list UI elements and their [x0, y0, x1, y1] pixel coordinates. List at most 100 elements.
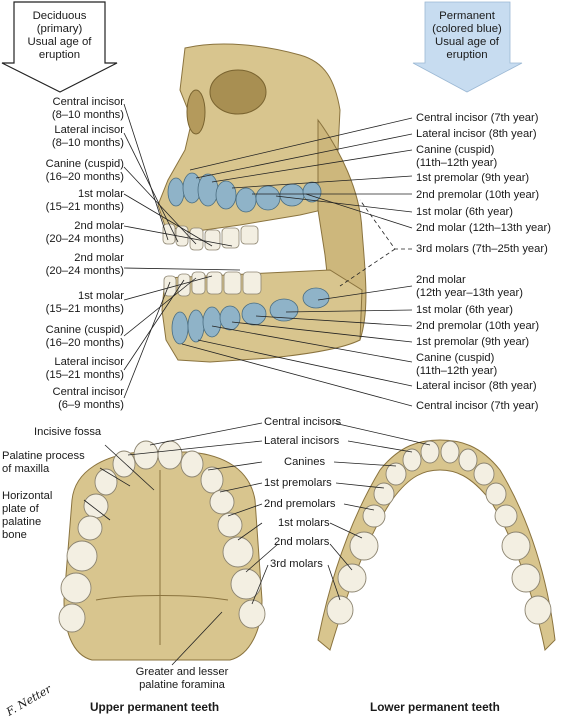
label-permanent-lower-first-premolar: 1st premolar (9th year)	[416, 336, 529, 349]
label-deciduous-lower-canine: Canine (cuspid) (16–20 months)	[8, 324, 124, 350]
label-permanent-lower-second-molar: 2nd molar (12th year–13th year)	[416, 274, 523, 300]
label-permanent-lower-lateral-incisor: Lateral incisor (8th year)	[416, 380, 537, 393]
label-line: (16–20 months)	[45, 337, 124, 349]
legend-line: (colored blue)	[432, 23, 502, 35]
label-line: (11th–12th year)	[416, 157, 498, 169]
legend-line: eruption	[446, 49, 488, 61]
label-deciduous-lower-central-incisor: Central incisor (6–9 months)	[8, 386, 124, 412]
lower-permanent-teeth	[171, 287, 330, 345]
label-second-molars: 2nd molars	[274, 536, 330, 548]
label-line: 2nd molar	[416, 274, 466, 286]
deciduous-legend: Deciduous (primary) Usual age of eruptio…	[14, 10, 105, 62]
label-line: palatine	[2, 516, 42, 528]
permanent-arrow-shape	[412, 1, 523, 93]
label-line: palatine foramina	[139, 679, 225, 691]
label-line: 2nd molar	[74, 252, 124, 264]
label-line: Lateral incisor	[54, 124, 124, 136]
label-palatine-foramina: Greater and lesser palatine foramina	[120, 666, 244, 692]
nasal-cavity	[186, 89, 206, 135]
label-central-incisors: Central incisors	[264, 416, 342, 428]
label-line: Canine (cuspid)	[45, 158, 124, 170]
label-line: of maxilla	[2, 463, 50, 475]
legend-line: Permanent	[439, 10, 495, 22]
label-palatine-process: Palatine process of maxilla	[2, 450, 85, 476]
label-line: (15–21 months)	[45, 303, 124, 315]
permanent-legend: Permanent (colored blue) Usual age of er…	[422, 10, 512, 62]
label-line: 1st molar	[77, 188, 124, 200]
label-line: 1st molar (6th year)	[416, 206, 513, 218]
label-deciduous-lower-lateral-incisor: Lateral incisor (15–21 months)	[8, 356, 124, 382]
label-permanent-upper-central-incisor: Central incisor (7th year)	[416, 112, 538, 125]
deciduous-arrow-shape	[1, 1, 118, 93]
caption-upper-teeth: Upper permanent teeth	[90, 700, 220, 714]
legend-line: Usual age of	[27, 36, 92, 48]
label-line: 1st premolar (9th year)	[416, 172, 530, 184]
label-line: plate of	[2, 503, 39, 515]
lower-arch-teeth	[326, 440, 552, 625]
label-permanent-lower-central-incisor: Central incisor (7th year)	[416, 400, 538, 413]
label-line: 3rd molars (7th–25th year)	[416, 243, 548, 255]
label-permanent-upper-canine: Canine (cuspid) (11th–12th year)	[416, 144, 497, 170]
label-lateral-incisors: Lateral incisors	[264, 435, 340, 447]
label-second-premolars: 2nd premolars	[264, 498, 336, 510]
label-permanent-upper-second-molar: 2nd molar (12th–13th year)	[416, 222, 551, 235]
left-leader-lines	[123, 103, 241, 399]
legend-line: Deciduous	[32, 10, 87, 22]
lower-deciduous-teeth	[163, 271, 262, 297]
label-deciduous-upper-first-molar: 1st molar (15–21 months)	[8, 188, 124, 214]
label-third-molars: 3rd molars	[270, 558, 323, 570]
legend-line: Usual age of	[435, 36, 499, 48]
label-permanent-third-molars: 3rd molars (7th–25th year)	[416, 243, 548, 256]
label-deciduous-upper-second-molar: 2nd molar (20–24 months)	[8, 220, 124, 246]
arch-leader-lines	[83, 422, 431, 666]
label-deciduous-upper-lateral-incisor: Lateral incisor (8–10 months)	[8, 124, 124, 150]
label-line: (6–9 months)	[58, 399, 124, 411]
label-permanent-upper-first-premolar: 1st premolar (9th year)	[416, 172, 529, 185]
label-deciduous-upper-central-incisor: Central incisor (8–10 months)	[8, 96, 124, 122]
label-line: (20–24 months)	[45, 233, 124, 245]
label-deciduous-upper-canine: Canine (cuspid) (16–20 months)	[8, 158, 124, 184]
transverse-suture	[95, 595, 229, 601]
label-line: Central incisor	[52, 96, 124, 108]
label-line: 2nd molar	[74, 220, 124, 232]
label-horizontal-plate: Horizontal plate of palatine bone	[2, 490, 52, 542]
label-line: Greater and lesser	[135, 666, 229, 678]
label-line: Lateral incisor	[54, 356, 124, 368]
label-line: Horizontal	[2, 490, 53, 502]
label-line: Central incisor (7th year)	[416, 112, 539, 124]
label-line: Canine (cuspid)	[416, 352, 495, 364]
label-line: (8–10 months)	[51, 137, 124, 149]
label-line: bone	[2, 529, 27, 541]
orbit	[209, 69, 267, 115]
label-line: (15–21 months)	[45, 201, 124, 213]
legend-line: eruption	[38, 49, 81, 61]
caption-lower-teeth: Lower permanent teeth	[370, 700, 500, 714]
label-line: 1st premolar (9th year)	[416, 336, 530, 348]
label-line: Central incisor	[52, 386, 124, 398]
label-line: (12th year–13th year)	[416, 287, 523, 299]
label-deciduous-lower-second-molar: 2nd molar (20–24 months)	[8, 252, 124, 278]
label-line: (11th–12th year)	[416, 365, 498, 377]
label-line: 1st molar	[77, 290, 124, 302]
label-line: Lateral incisor (8th year)	[416, 380, 537, 392]
upper-arch-teeth	[58, 440, 266, 633]
label-line: Palatine process	[2, 450, 85, 462]
label-line: 2nd molar (12th–13th year)	[416, 222, 551, 234]
label-line: Canine (cuspid)	[45, 324, 124, 336]
label-line: Central incisor (7th year)	[416, 400, 539, 412]
right-leader-lines	[181, 117, 413, 407]
label-permanent-lower-second-premolar: 2nd premolar (10th year)	[416, 320, 539, 333]
label-permanent-lower-first-molar: 1st molar (6th year)	[416, 304, 513, 317]
label-canines: Canines	[284, 456, 326, 468]
label-line: (16–20 months)	[45, 171, 124, 183]
label-first-molars: 1st molars	[278, 517, 330, 529]
label-permanent-lower-canine: Canine (cuspid) (11th–12th year)	[416, 352, 497, 378]
label-line: Lateral incisor (8th year)	[416, 128, 537, 140]
label-first-premolars: 1st premolars	[264, 477, 332, 489]
label-line: Canine (cuspid)	[416, 144, 495, 156]
label-line: (20–24 months)	[45, 265, 124, 277]
label-incisive-fossa: Incisive fossa	[34, 426, 102, 438]
label-line: 2nd premolar (10th year)	[416, 189, 540, 201]
